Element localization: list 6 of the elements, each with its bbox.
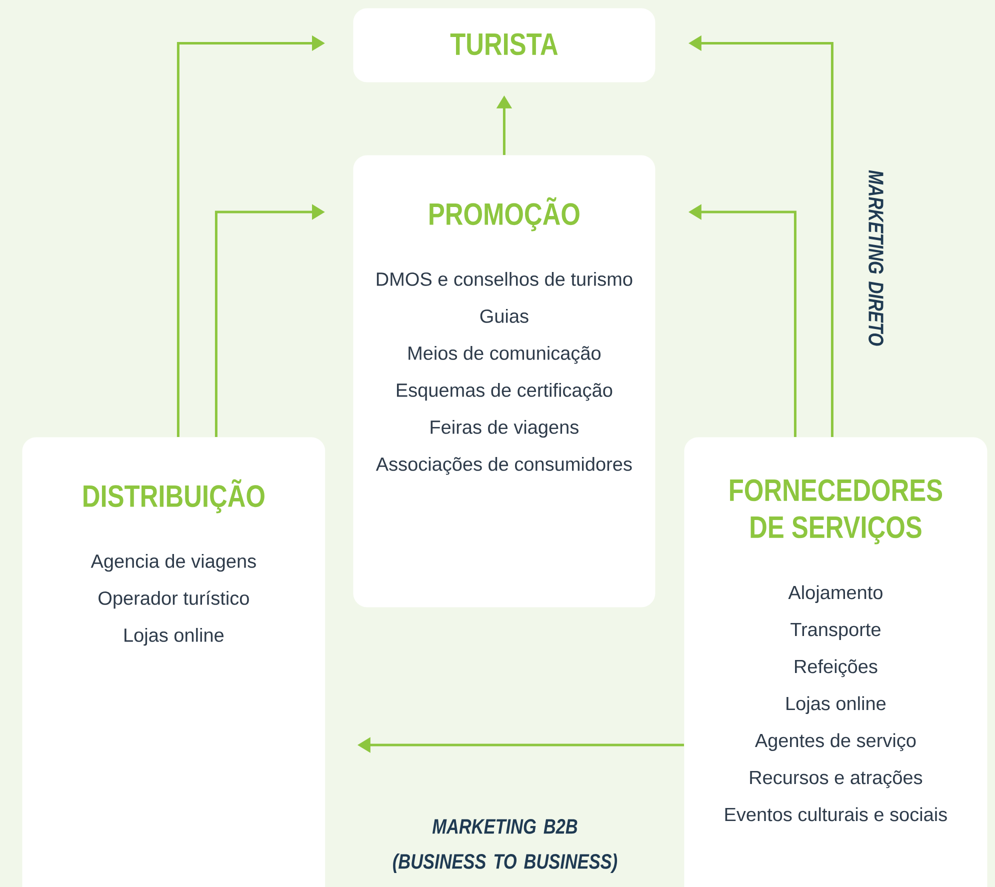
edge-label: MARKETING DIRETO xyxy=(868,170,884,346)
text-box: FORNECEDORES DE SERVIÇOS Alojamento Transporte Refeições Lojas online Agentes de serviço Recursos e atrações Eventos culturais e sociais xyxy=(684,437,988,887)
text-box: PROMOÇÃO DMOS e conselhos de turismo Guias Meios de comunicação Esquemas de certificação Feiras de viagens Associações de consumidores xyxy=(353,155,656,608)
text-box: DISTRIBUIÇÃO Agencia de viagens Operador turístico Lojas online xyxy=(22,437,326,887)
text-box: TURISTA xyxy=(353,8,656,82)
edge-label: MARKETING B2B (BUSINESS TO BUSINESS) xyxy=(393,819,618,874)
